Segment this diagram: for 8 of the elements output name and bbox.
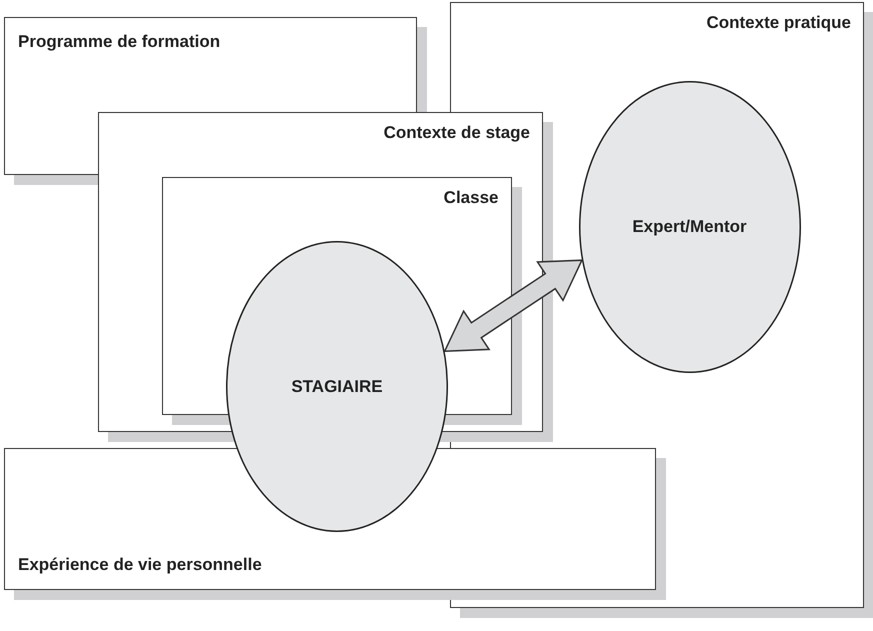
node-label: Contexte de stage bbox=[384, 123, 530, 143]
node-label: Contexte pratique bbox=[706, 13, 851, 33]
node-label: Expert/Mentor bbox=[631, 216, 748, 236]
node-label: Programme de formation bbox=[18, 32, 220, 52]
node-label: Expérience de vie personnelle bbox=[18, 555, 262, 575]
node-label: Classe bbox=[444, 188, 498, 208]
double-block-arrow bbox=[444, 259, 584, 352]
node-label: STAGIAIRE bbox=[290, 376, 384, 396]
